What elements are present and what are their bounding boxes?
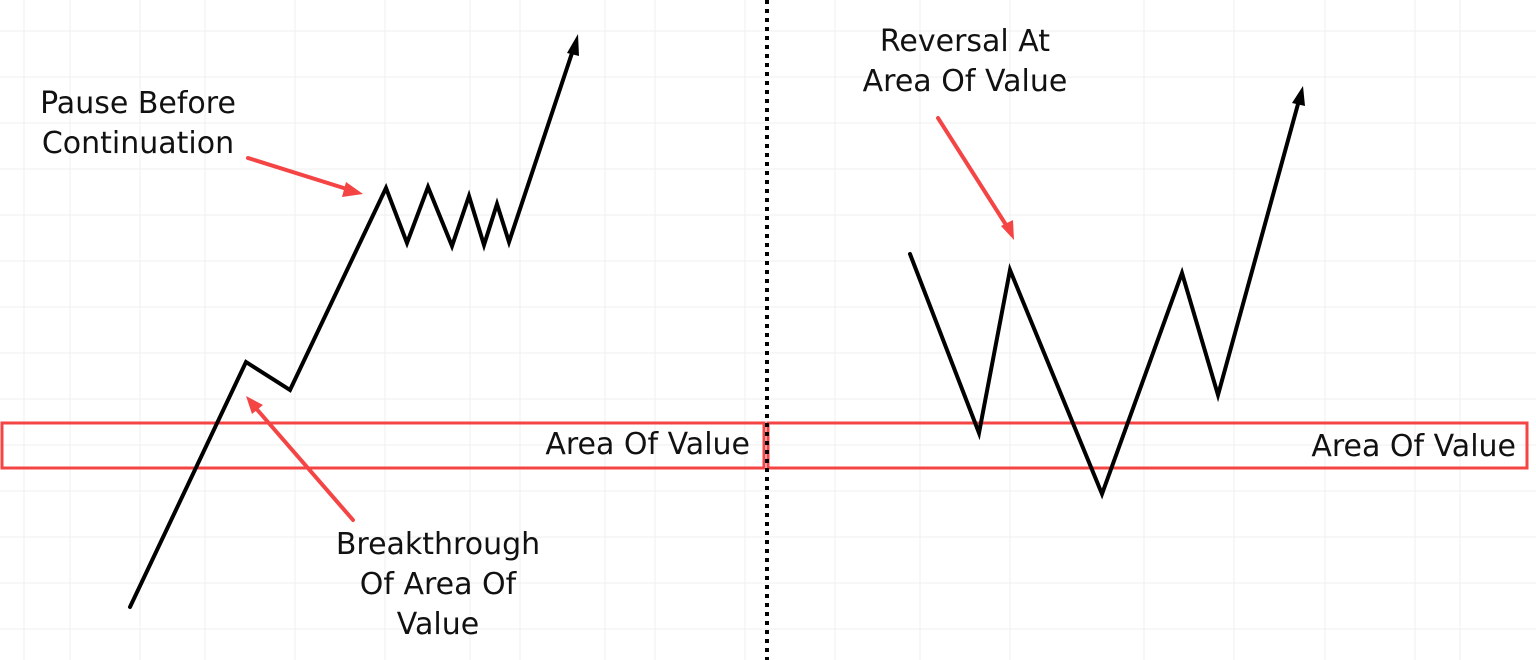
right-arrowhead-icon — [1292, 86, 1305, 106]
reversal-arrow-icon — [936, 116, 1014, 240]
area-of-value-box-left — [0, 421, 766, 470]
reversal-label: Reversal At Area Of Value — [840, 22, 1090, 102]
label-line: Of Area Of — [359, 567, 517, 602]
area-of-value-label-right: Area Of Value — [1311, 429, 1516, 464]
label-line: Pause Before — [40, 86, 236, 121]
area-of-value-label-left: Area Of Value — [545, 427, 750, 462]
left-arrowhead-icon — [567, 34, 579, 56]
label-line: Breakthrough — [335, 527, 541, 562]
left-price-path — [128, 51, 574, 609]
label-line: Reversal At — [879, 24, 1051, 59]
right-price-path — [908, 102, 1300, 500]
pause-arrow-icon — [246, 156, 363, 197]
breakthrough-arrow-icon — [246, 396, 355, 522]
label-line: Continuation — [41, 126, 235, 161]
label-line: Value — [396, 607, 480, 642]
pause-before-continuation-label: Pause Before Continuation — [18, 84, 258, 164]
label-line: Area Of Value — [862, 64, 1068, 99]
breakthrough-label: Breakthrough Of Area Of Value — [318, 525, 558, 645]
area-of-value-box-right — [766, 421, 1529, 470]
